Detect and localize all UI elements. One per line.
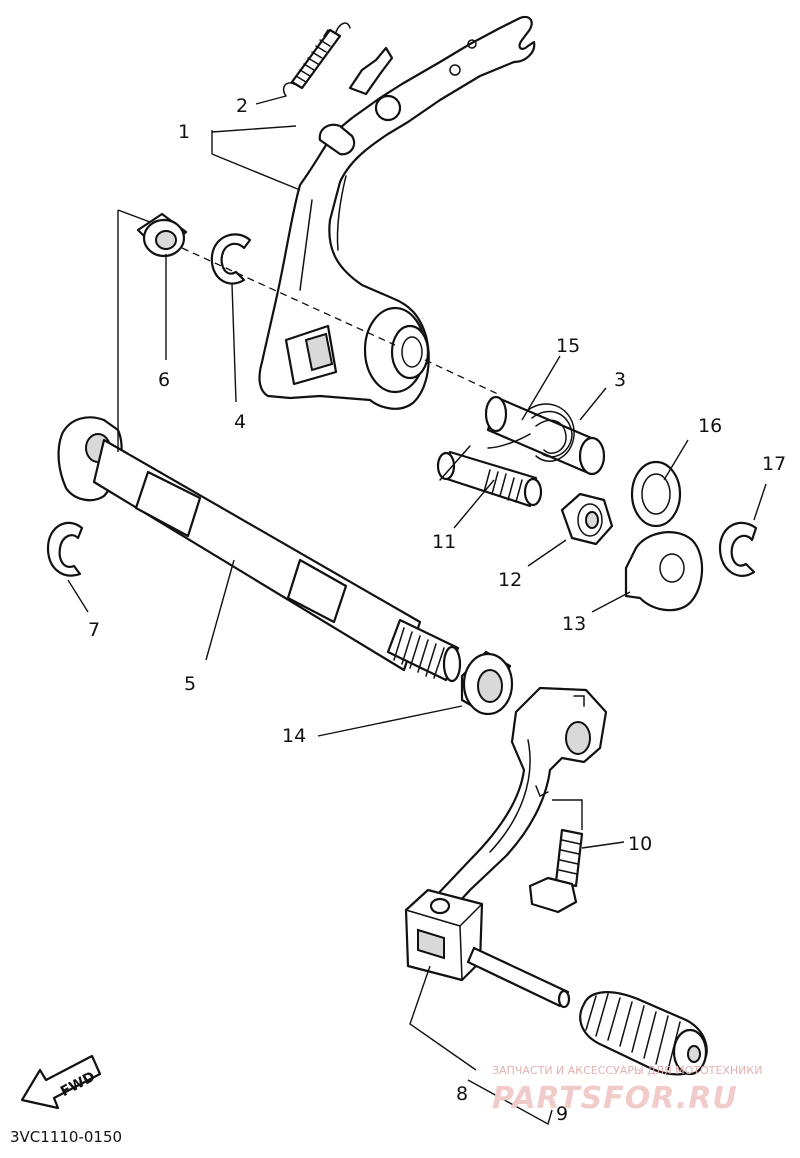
callout-12: 12 xyxy=(498,569,522,591)
callout-16: 16 xyxy=(698,415,722,437)
washer-part-16 xyxy=(630,460,682,528)
torsion-spring-part-3 xyxy=(487,403,575,462)
callout-5: 5 xyxy=(184,673,196,695)
drawing-code: 3VC1110-0150 xyxy=(10,1128,122,1146)
callout-9: 9 xyxy=(556,1103,568,1125)
callout-4: 4 xyxy=(234,411,246,433)
callout-15: 15 xyxy=(556,335,580,357)
bushing-part-6 xyxy=(136,212,188,258)
callout-8: 8 xyxy=(456,1083,468,1105)
watermark-brand: PARTSFOR.RU xyxy=(492,1081,738,1116)
fwd-arrow-icon: FWD xyxy=(20,1054,102,1110)
circlip-part-7 xyxy=(46,521,84,577)
callout-10: 10 xyxy=(628,833,652,855)
watermark-tagline: ЗАПЧАСТИ И АКСЕССУАРЫ ДЛЯ МОТОТЕХНИКИ xyxy=(492,1064,762,1077)
callout-3: 3 xyxy=(614,369,626,391)
callout-14: 14 xyxy=(282,725,306,747)
shift-pedal-part-8 xyxy=(404,686,608,982)
nut-part-12 xyxy=(560,492,614,546)
stopper-plate-part-13 xyxy=(624,531,704,612)
oil-seal-part-14 xyxy=(460,650,514,716)
bolt-part-10 xyxy=(528,828,584,914)
callout-2: 2 xyxy=(236,95,248,117)
shift-arm-part-1 xyxy=(258,15,536,410)
callout-11: 11 xyxy=(432,531,456,553)
pedal-rod-part-9 xyxy=(466,946,708,1076)
stud-part-11 xyxy=(436,445,543,508)
callout-1: 1 xyxy=(178,121,190,143)
watermark: ЗАПЧАСТИ И АКСЕССУАРЫ ДЛЯ МОТОТЕХНИКИ PA… xyxy=(492,1064,762,1116)
shaft-part-15 xyxy=(484,395,606,476)
leader-lines xyxy=(67,95,767,1126)
callout-6: 6 xyxy=(158,369,170,391)
spring-part-2 xyxy=(282,22,351,97)
callout-17: 17 xyxy=(762,453,786,475)
circlip-part-17 xyxy=(718,521,758,577)
callout-7: 7 xyxy=(88,619,100,641)
callout-13: 13 xyxy=(562,613,586,635)
shift-shaft-part-5 xyxy=(57,416,462,683)
circlip-part-4 xyxy=(210,233,252,285)
callout-labels: 1 2 3 4 5 6 7 8 9 10 11 12 13 14 15 16 1… xyxy=(88,95,786,1125)
